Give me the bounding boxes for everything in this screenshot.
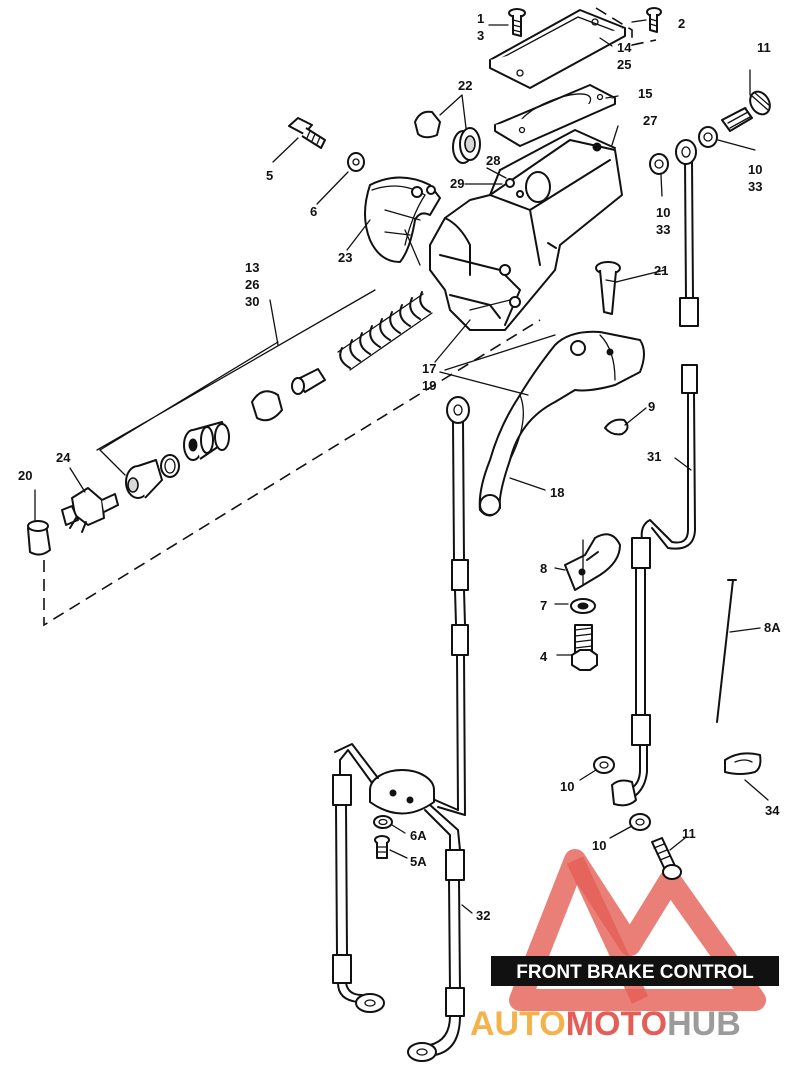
line-clamp [564, 533, 621, 591]
callout-34: 34 [765, 803, 780, 818]
callout-30: 30 [245, 294, 259, 309]
callout-18: 18 [550, 485, 564, 500]
leader-lines [34, 19, 769, 914]
cable-tie [716, 579, 737, 723]
brake-line-lower-right [611, 567, 651, 807]
master-cylinder-body [429, 129, 623, 331]
watermark-auto: AUTO [470, 1005, 566, 1043]
callout-9: 9 [648, 399, 655, 414]
callout-19: 19 [422, 378, 436, 393]
callout-8: 8 [540, 561, 547, 576]
callout-6: 6 [310, 204, 317, 219]
callout-23: 23 [338, 250, 352, 265]
callout-5: 5 [266, 168, 273, 183]
brake-lever [478, 330, 645, 517]
callout-labels: 1 3 2 14 25 15 11 22 27 5 6 28 29 10 33 … [18, 11, 781, 923]
callout-7: 7 [540, 598, 547, 613]
callout-10-top-right: 10 [748, 162, 762, 177]
brake-line-upper [631, 139, 699, 569]
banjo-bolt-upper [721, 90, 771, 132]
sight-glass-grommet [452, 127, 481, 164]
brake-junction-block [369, 769, 435, 815]
watermark-text: AUTOMOTOHUB [470, 1005, 741, 1043]
brake-line-to-left-caliper [332, 743, 385, 1013]
watermark-triangle-mark [509, 849, 766, 1011]
piston-oring [160, 454, 180, 478]
callout-32: 32 [476, 908, 490, 923]
retaining-clip [604, 418, 629, 436]
callout-15: 15 [638, 86, 652, 101]
callout-11-lower: 11 [682, 826, 696, 841]
banjo-washer-lower-upper [593, 756, 615, 774]
brake-light-switch [61, 487, 119, 533]
switch-cover [27, 520, 51, 556]
callout-22: 22 [458, 78, 472, 93]
callout-2: 2 [678, 16, 685, 31]
callout-24: 24 [56, 450, 71, 465]
piston-cup [291, 368, 326, 395]
automotohub-watermark-logo: AUTOMOTOHUB [470, 849, 766, 1043]
callout-20: 20 [18, 468, 32, 483]
banjo-bolt-lower [651, 837, 682, 880]
reservoir-diaphragm [494, 84, 616, 147]
callout-17: 17 [422, 361, 436, 376]
callout-10-lower-upper: 10 [560, 779, 574, 794]
callout-33-top-right: 33 [748, 179, 762, 194]
watermark-hub: HUB [667, 1005, 741, 1043]
callout-4: 4 [540, 649, 548, 664]
callout-29: 29 [450, 176, 464, 191]
callout-26: 26 [245, 277, 259, 292]
piston-boot [125, 459, 163, 499]
cover-screw-left [508, 8, 526, 37]
piston-cap [251, 390, 283, 422]
line-retainer-clip [724, 752, 762, 775]
callout-27: 27 [643, 113, 657, 128]
brake-line-left [434, 396, 470, 816]
callout-11-top: 11 [757, 40, 771, 55]
callout-10-top-left: 10 [656, 205, 670, 220]
junction-screw [374, 835, 390, 859]
callout-31: 31 [647, 449, 661, 464]
line-clamp-washer [570, 598, 596, 614]
reservoir-cover [489, 9, 626, 89]
return-spring [337, 291, 435, 372]
handlebar-clamp [364, 176, 441, 263]
callout-33-top-left: 33 [656, 222, 670, 237]
pivot-washer [347, 152, 365, 172]
banjo-washer-upper-right [698, 126, 718, 148]
junction-washer [373, 815, 393, 829]
callout-3: 3 [477, 28, 484, 43]
banjo-washer-upper-left [649, 153, 669, 175]
callout-5A: 5A [410, 854, 427, 869]
callout-28: 28 [486, 153, 500, 168]
callout-14: 14 [617, 40, 632, 55]
diagram-title-banner: FRONT BRAKE CONTROL [491, 956, 779, 986]
callout-8A: 8A [764, 620, 781, 635]
diagram-title: FRONT BRAKE CONTROL [516, 962, 754, 983]
watermark-moto: MOTO [566, 1005, 667, 1043]
callout-21: 21 [654, 263, 668, 278]
brake-line-to-right-caliper [407, 804, 465, 1062]
callout-10-lower-lower: 10 [592, 838, 606, 853]
callout-6A: 6A [410, 828, 427, 843]
banjo-washer-lower-lower [629, 813, 651, 831]
callout-25: 25 [617, 57, 631, 72]
switch-alignment-line [43, 319, 541, 627]
cover-screw-path [595, 7, 657, 46]
cover-screw-right [646, 7, 662, 33]
piston-seal-body [183, 421, 230, 461]
sight-glass-cap [414, 110, 441, 139]
callout-13: 13 [245, 260, 259, 275]
pivot-screw [288, 117, 326, 149]
callout-1: 1 [477, 11, 484, 26]
lever-pivot-pin [595, 261, 621, 315]
line-clamp-bolt [571, 624, 598, 671]
